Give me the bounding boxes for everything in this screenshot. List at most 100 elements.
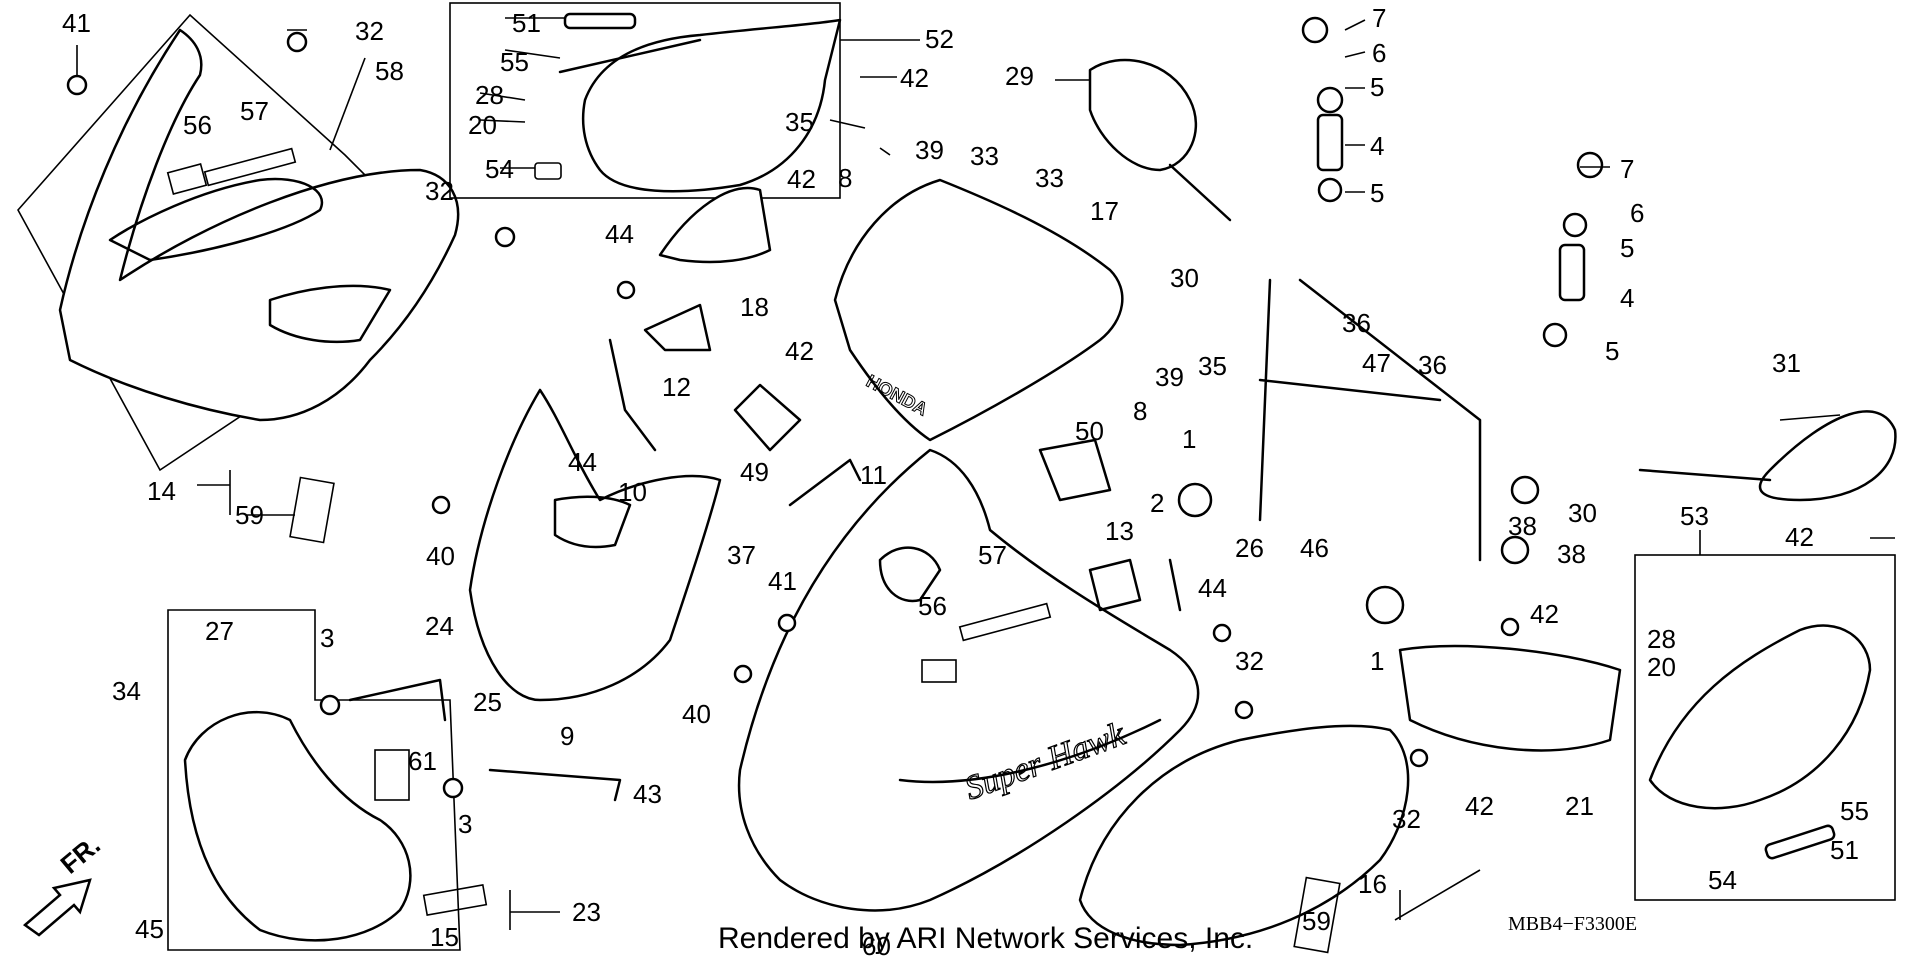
callout-5: 5 <box>1370 178 1384 208</box>
callout-7: 7 <box>1372 3 1386 33</box>
callout-16: 16 <box>1358 869 1387 899</box>
callout-44: 44 <box>605 219 634 249</box>
bracket-10 <box>608 338 657 452</box>
main-side-cowl <box>737 448 1200 912</box>
decal-56-mid <box>921 659 957 683</box>
callout-29: 29 <box>1005 61 1034 91</box>
callout-42: 42 <box>1785 522 1814 552</box>
decal-56-left <box>166 162 208 196</box>
callout-49: 49 <box>740 457 769 487</box>
callout-20: 20 <box>1647 652 1676 682</box>
left-mirror-stem <box>1168 163 1232 222</box>
decal-59-right <box>1293 876 1341 954</box>
callout-50: 50 <box>1075 416 1104 446</box>
bracket-18 <box>658 186 772 264</box>
callout-3: 3 <box>320 623 334 653</box>
callout-44: 44 <box>1198 573 1227 603</box>
callouts: 41 32 58 56 57 32 14 59 40 51 55 28 20 5… <box>62 3 1869 959</box>
callout-42: 42 <box>900 63 929 93</box>
callout-14: 14 <box>147 476 176 506</box>
callout-44: 44 <box>568 447 597 477</box>
callout-42: 42 <box>787 164 816 194</box>
decal-15 <box>422 884 488 916</box>
callout-37: 37 <box>727 540 756 570</box>
decal-61 <box>374 749 410 801</box>
callout-38: 38 <box>1557 539 1586 569</box>
bracket-25 <box>488 768 622 802</box>
callout-18: 18 <box>740 292 769 322</box>
hardware <box>66 16 1604 799</box>
callout-55: 55 <box>500 47 529 77</box>
decal-57-mid <box>958 602 1052 642</box>
callout-51: 51 <box>512 8 541 38</box>
lower-left-group-frame <box>167 609 461 951</box>
callout-32: 32 <box>1235 646 1264 676</box>
callout-41: 41 <box>62 8 91 38</box>
right-mirror <box>1758 410 1897 502</box>
callout-30: 30 <box>1568 498 1597 528</box>
callout-59: 59 <box>235 500 264 530</box>
callout-39: 39 <box>915 135 944 165</box>
callout-17: 17 <box>1090 196 1119 226</box>
decal-57-left <box>203 147 297 187</box>
callout-2: 2 <box>1150 488 1164 518</box>
callout-32: 32 <box>1392 804 1421 834</box>
callout-31: 31 <box>1772 348 1801 378</box>
left-upper-cowl <box>58 28 460 422</box>
front-direction-label: FR. <box>55 830 106 880</box>
callout-52: 52 <box>925 24 954 54</box>
callout-33: 33 <box>1035 163 1064 193</box>
callout-43: 43 <box>633 779 662 809</box>
callout-41: 41 <box>768 566 797 596</box>
callout-42: 42 <box>1530 599 1559 629</box>
callout-60: 60 <box>862 931 891 959</box>
callout-53: 53 <box>1680 501 1709 531</box>
callout-4: 4 <box>1370 131 1384 161</box>
rubber-strip-51 <box>563 12 637 30</box>
left-mirror <box>1088 58 1198 172</box>
decal-54 <box>534 162 562 180</box>
meter-panel <box>581 18 842 193</box>
callout-56: 56 <box>183 110 212 140</box>
callout-20: 20 <box>468 110 497 140</box>
callout-26: 26 <box>1235 533 1264 563</box>
lower-cowl-left <box>183 710 412 942</box>
callout-46: 46 <box>1300 533 1329 563</box>
callout-32: 32 <box>355 16 384 46</box>
callout-34: 34 <box>112 676 141 706</box>
callout-55: 55 <box>1840 796 1869 826</box>
callout-38: 38 <box>1508 511 1537 541</box>
rubber-strip-right-51 <box>1764 824 1836 860</box>
callout-1: 1 <box>1182 424 1196 454</box>
bracket-49 <box>733 383 802 452</box>
callout-57: 57 <box>240 96 269 126</box>
callout-27: 27 <box>205 616 234 646</box>
front-arrow-icon <box>22 878 92 937</box>
callout-61: 61 <box>408 746 437 776</box>
diagram-code: MBB4−F3300E <box>1508 913 1637 935</box>
callout-51: 51 <box>1830 835 1859 865</box>
callout-40: 40 <box>426 541 455 571</box>
rubber-strip-55 <box>558 38 702 74</box>
callout-32: 32 <box>425 176 454 206</box>
bracket-11 <box>788 458 862 507</box>
callout-24: 24 <box>425 611 454 641</box>
callout-54: 54 <box>1708 865 1737 895</box>
callout-11: 11 <box>860 460 887 490</box>
callout-28: 28 <box>1647 624 1676 654</box>
decal-59-left <box>289 476 335 544</box>
left-upper-cowl-vent <box>108 177 324 262</box>
callout-59: 59 <box>1302 906 1331 936</box>
callout-25: 25 <box>473 687 502 717</box>
callout-35: 35 <box>1198 351 1227 381</box>
callout-35: 35 <box>785 107 814 137</box>
left-upper-cowl-inner <box>268 284 392 344</box>
callout-13: 13 <box>1105 516 1134 546</box>
bracket-21 <box>1398 644 1622 752</box>
cowl-stay <box>1258 278 1482 562</box>
callout-8: 8 <box>838 163 852 193</box>
callout-36: 36 <box>1342 308 1371 338</box>
lower-right-group-frame <box>1634 554 1896 901</box>
callout-42: 42 <box>785 336 814 366</box>
callout-36: 36 <box>1418 350 1447 380</box>
